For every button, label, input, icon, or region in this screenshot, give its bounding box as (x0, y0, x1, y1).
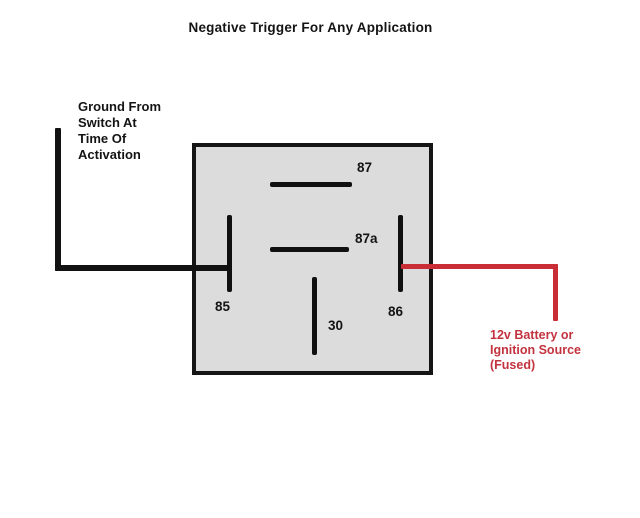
pin-label-30: 30 (328, 318, 344, 333)
power-wire-label: 12v Battery or Ignition Source (Fused) (490, 328, 581, 373)
power-wire-horizontal-segment (401, 264, 558, 269)
pin-label-87a: 87a (355, 231, 378, 246)
ground-wire-horizontal-segment (55, 265, 231, 271)
ground-wire-label: Ground From Switch At Time Of Activation (78, 99, 161, 163)
ground-wire-label-line: Switch At (78, 115, 137, 130)
ground-wire-label-line: Activation (78, 147, 141, 162)
ground-wire-label-line: Time Of (78, 131, 127, 146)
ground-wire-label-line: Ground From (78, 99, 162, 114)
relay-pin-87a (270, 247, 349, 252)
power-wire-label-line: (Fused) (490, 358, 536, 372)
power-wire-vertical-segment (553, 264, 558, 321)
relay-pin-30 (312, 277, 317, 355)
diagram-title: Negative Trigger For Any Application (188, 20, 433, 35)
pin-label-87: 87 (357, 160, 373, 175)
power-wire-label-line: Ignition Source (490, 343, 581, 357)
pin-label-85: 85 (215, 299, 231, 314)
pin-label-86: 86 (388, 304, 404, 319)
relay-pin-87 (270, 182, 352, 187)
relay-pin-86 (398, 215, 403, 292)
relay-pin-85 (227, 215, 232, 292)
power-wire-label-line: 12v Battery or (490, 328, 574, 342)
ground-wire-vertical-segment (55, 128, 61, 271)
